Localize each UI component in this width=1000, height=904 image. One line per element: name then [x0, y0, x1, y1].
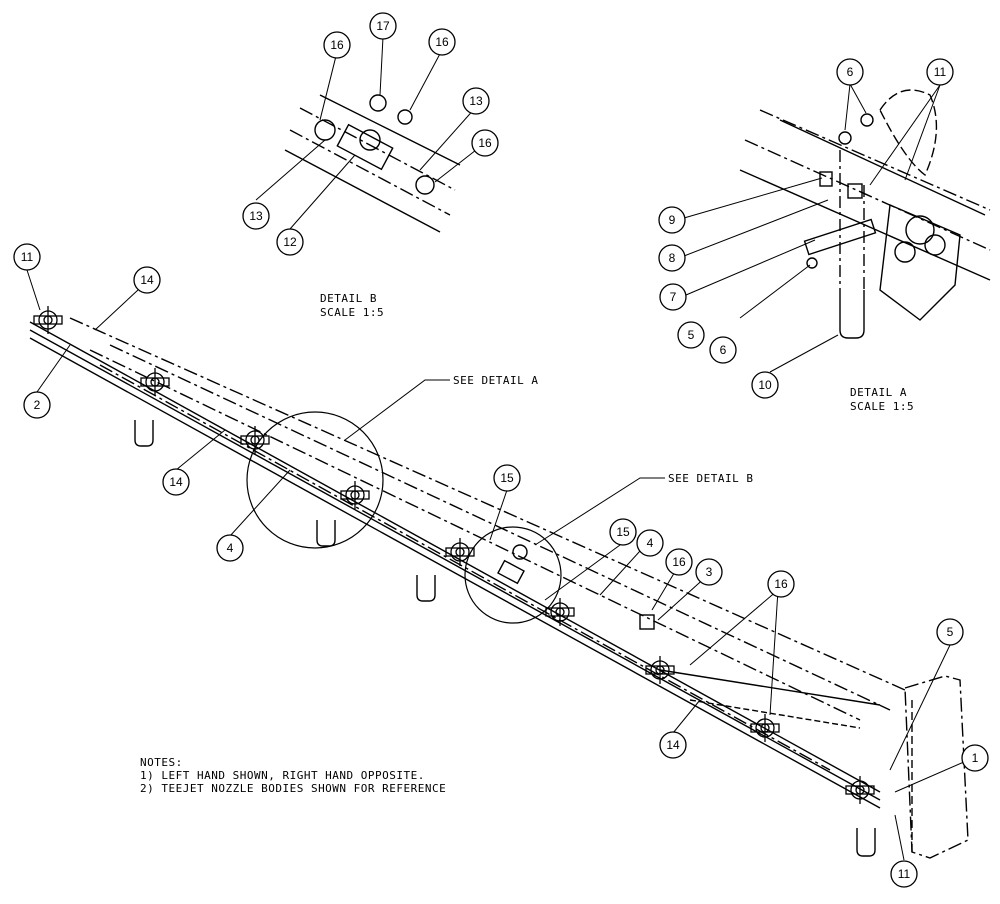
callout: 16	[767, 570, 795, 598]
detail-b-title: DETAIL B	[320, 292, 377, 305]
nozzle-body-icon	[750, 714, 780, 742]
callout: 16	[471, 129, 499, 157]
see-detail-b-label: SEE DETAIL B	[668, 472, 753, 485]
svg-text:4: 4	[227, 541, 234, 555]
svg-text:16: 16	[478, 136, 492, 150]
callout: 12	[276, 228, 304, 256]
svg-text:15: 15	[616, 525, 630, 539]
detail-b-circle	[464, 526, 562, 624]
svg-text:9: 9	[669, 213, 676, 227]
svg-text:16: 16	[330, 38, 344, 52]
callout: 6	[836, 58, 864, 86]
detail-a-scale: SCALE 1:5	[850, 400, 914, 413]
callout: 7	[659, 283, 687, 311]
svg-text:8: 8	[669, 251, 676, 265]
callout: 10	[751, 371, 779, 399]
nozzle-body-icon	[645, 656, 675, 684]
callout: 8	[658, 244, 686, 272]
callout: 16	[428, 28, 456, 56]
svg-text:16: 16	[435, 35, 449, 49]
nozzle-body-icon	[340, 481, 370, 509]
note-2: 2) TEEJET NOZZLE BODIES SHOWN FOR REFERE…	[140, 782, 446, 795]
detail-b-drawing	[284, 94, 461, 233]
boom-assembly	[29, 317, 969, 859]
notes-heading: NOTES:	[140, 756, 183, 769]
svg-text:3: 3	[706, 565, 713, 579]
nozzle-body-icon	[545, 598, 575, 626]
detail-b-scale: SCALE 1:5	[320, 306, 384, 319]
nozzle-body-icon	[140, 368, 170, 396]
tee-fitting	[497, 544, 655, 630]
nozzle-bodies	[33, 306, 875, 804]
text-labels: DETAIL B SCALE 1:5 DETAIL A SCALE 1:5 SE…	[140, 292, 914, 795]
callout: 1	[961, 744, 989, 772]
svg-text:5: 5	[947, 625, 954, 639]
callout: 11	[13, 243, 41, 271]
svg-text:11: 11	[898, 867, 911, 881]
leader-lines	[26, 36, 974, 861]
detail-a-circle	[246, 411, 384, 549]
nozzle-body-icon	[33, 306, 63, 334]
svg-text:16: 16	[672, 555, 686, 569]
callout: 16	[665, 548, 693, 576]
nozzle-body-icon	[445, 538, 475, 566]
svg-text:6: 6	[847, 65, 854, 79]
callout: 13	[242, 202, 270, 230]
note-1: 1) LEFT HAND SHOWN, RIGHT HAND OPPOSITE.	[140, 769, 425, 782]
svg-text:13: 13	[249, 209, 263, 223]
callout: 5	[677, 321, 705, 349]
svg-text:14: 14	[666, 738, 680, 752]
svg-text:15: 15	[500, 471, 514, 485]
svg-text:11: 11	[934, 65, 947, 79]
svg-text:7: 7	[670, 290, 677, 304]
svg-text:17: 17	[376, 19, 390, 33]
svg-text:10: 10	[758, 378, 772, 392]
callout: 15	[609, 518, 637, 546]
see-detail-a-label: SEE DETAIL A	[453, 374, 538, 387]
callout: 13	[462, 87, 490, 115]
callout: 15	[493, 464, 521, 492]
svg-text:16: 16	[774, 577, 788, 591]
callout: 2	[23, 391, 51, 419]
svg-text:2: 2	[34, 398, 41, 412]
svg-text:6: 6	[720, 343, 727, 357]
callout: 5	[936, 618, 964, 646]
callout: 11	[890, 860, 918, 888]
nozzle-body-icon	[240, 426, 270, 454]
svg-text:14: 14	[140, 273, 154, 287]
detail-a-drawing	[739, 89, 991, 339]
callout: 14	[162, 468, 190, 496]
svg-text:14: 14	[169, 475, 183, 489]
svg-text:13: 13	[469, 94, 483, 108]
svg-text:12: 12	[283, 235, 297, 249]
svg-text:5: 5	[688, 328, 695, 342]
nozzle-body-icon	[845, 776, 875, 804]
callout: 6	[709, 336, 737, 364]
u-bolts	[134, 420, 876, 857]
callout-bubbles: 11 14 2 14 4 15 15 4 16 3 16 5 1 11 14 1…	[13, 12, 989, 888]
svg-text:4: 4	[647, 536, 654, 550]
callout: 4	[216, 534, 244, 562]
callout: 9	[658, 206, 686, 234]
callout: 14	[133, 266, 161, 294]
detail-a-title: DETAIL A	[850, 386, 907, 399]
svg-text:11: 11	[21, 250, 34, 264]
svg-text:1: 1	[972, 751, 979, 765]
callout: 4	[636, 529, 664, 557]
callout: 11	[926, 58, 954, 86]
callout: 14	[659, 731, 687, 759]
callout: 17	[369, 12, 397, 40]
callout: 16	[323, 31, 351, 59]
callout: 3	[695, 558, 723, 586]
